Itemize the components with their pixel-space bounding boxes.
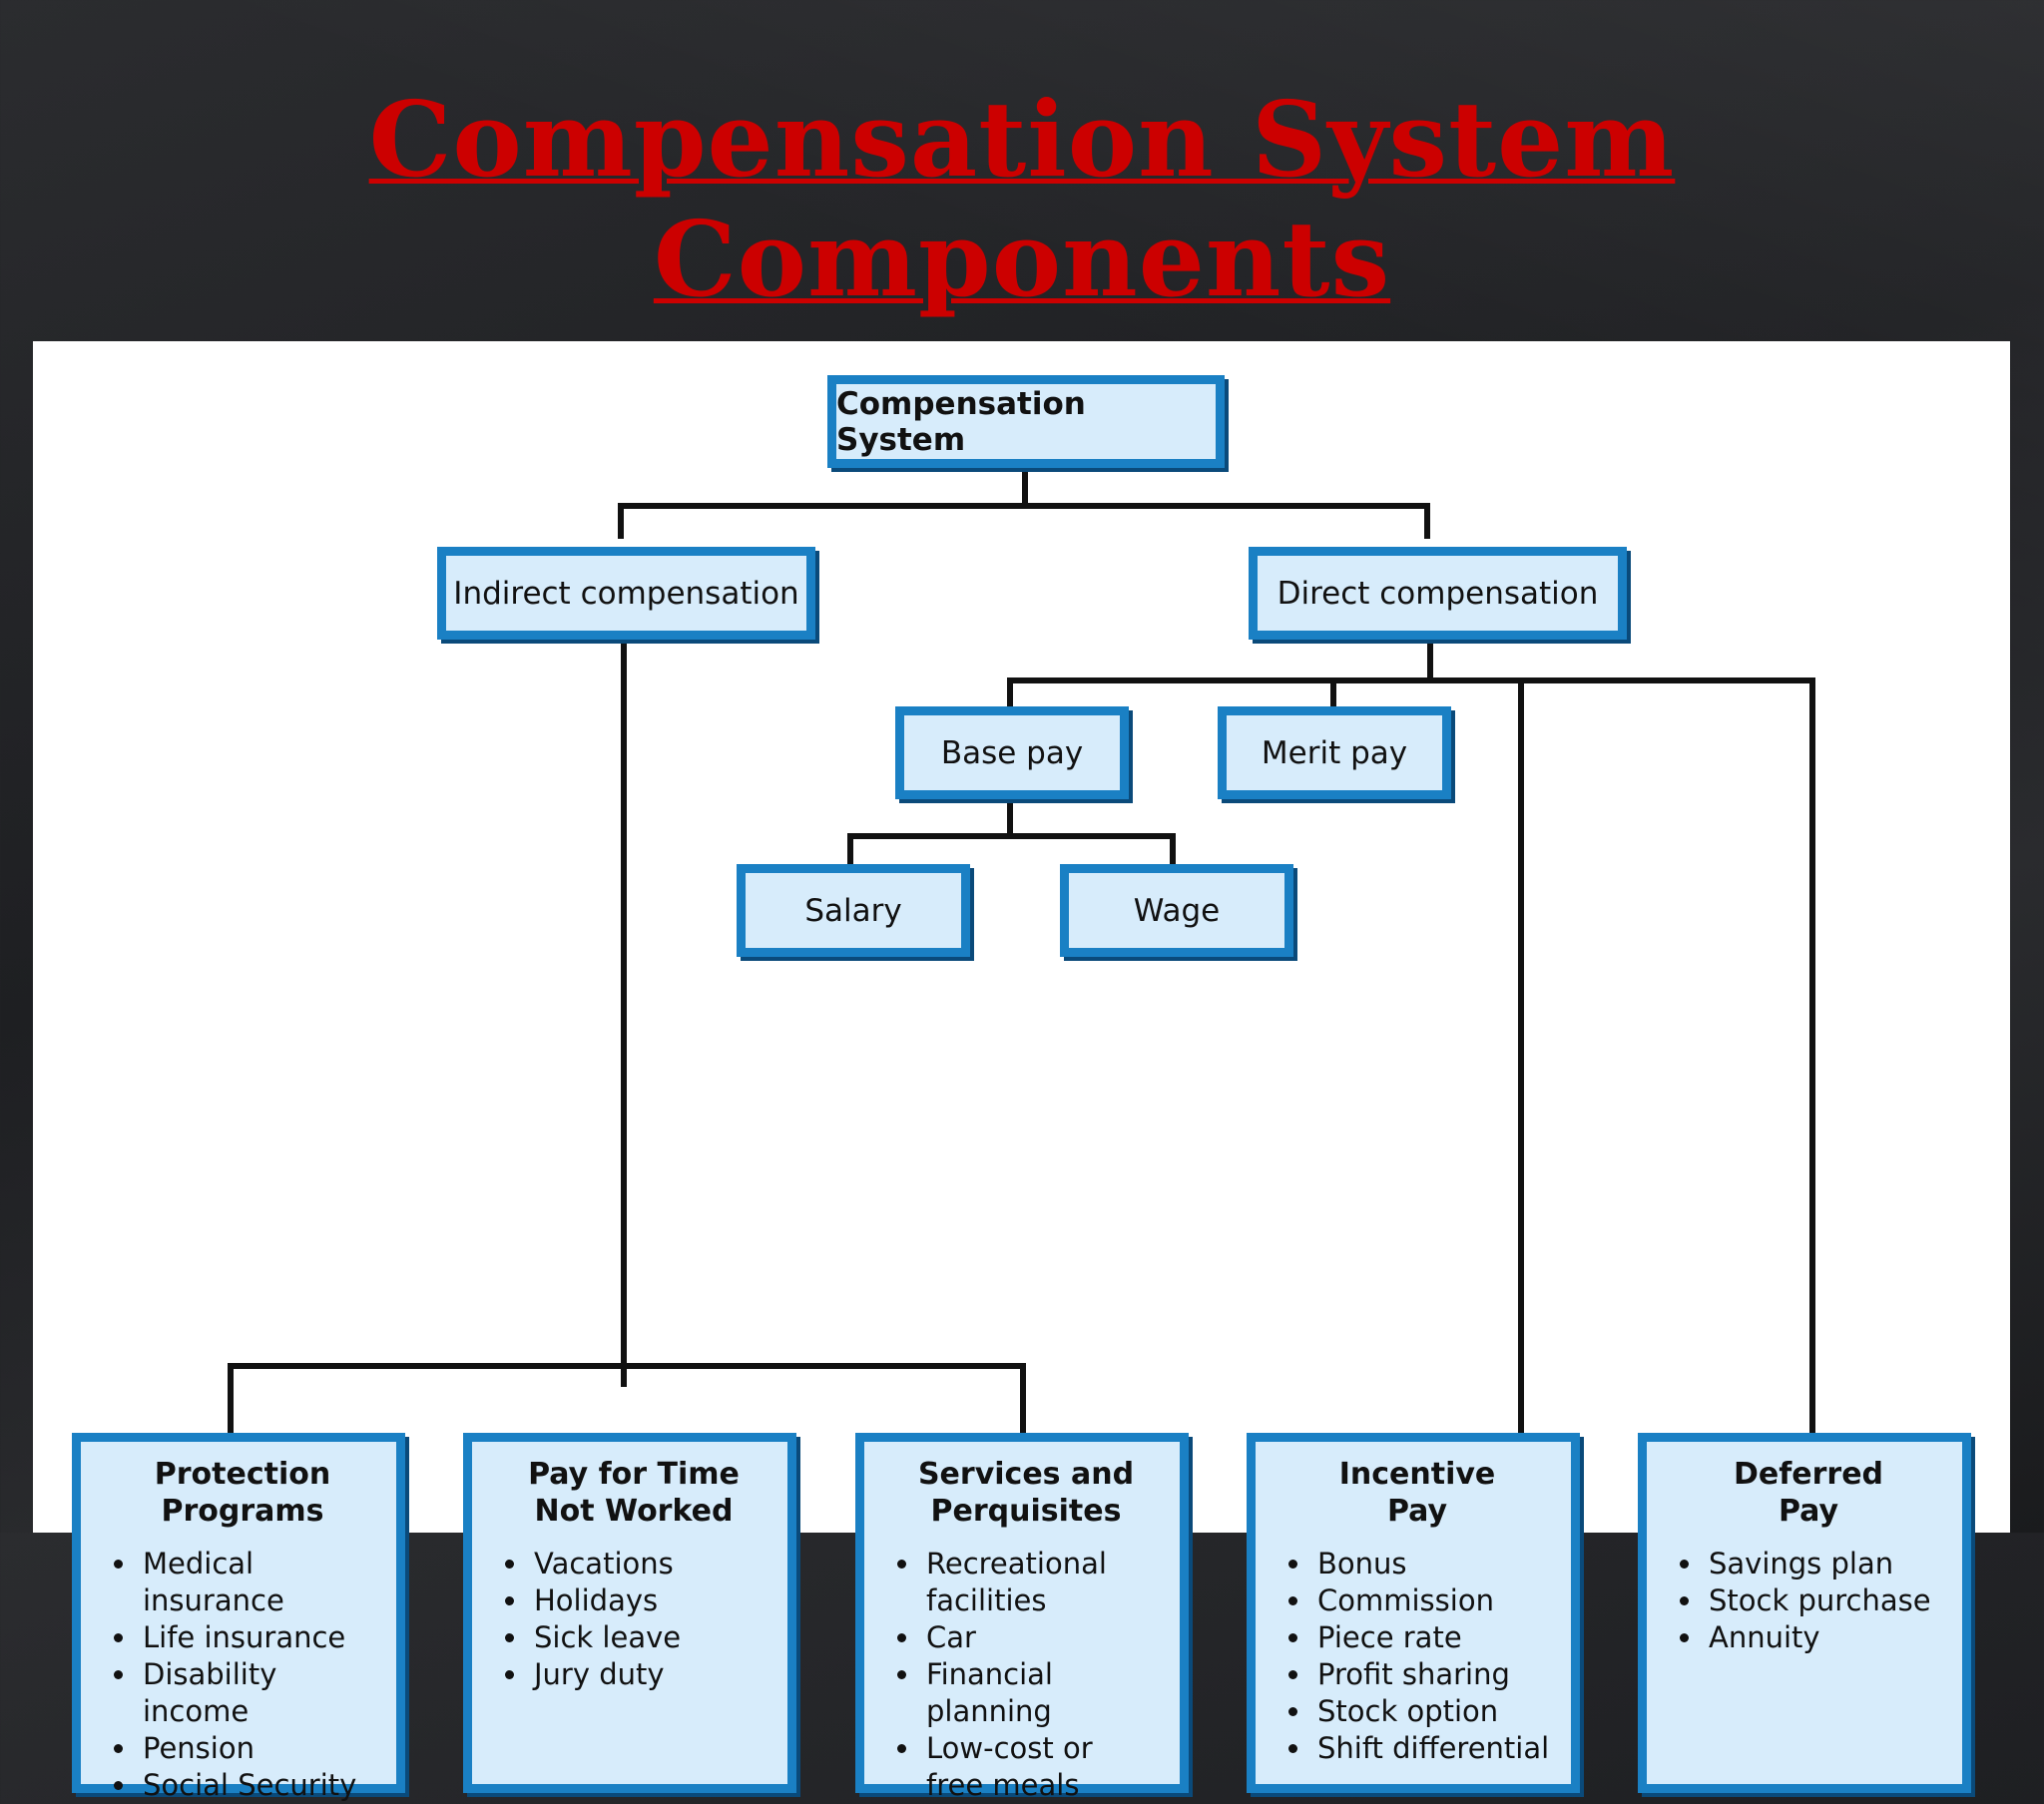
pay-for-time-not-worked-box: Pay for Time Not Worked Vacations Holida…	[463, 1433, 796, 1793]
leaf-title: Protection Programs	[154, 1457, 331, 1529]
list-item: Sick leave	[530, 1619, 777, 1656]
list-item: Piece rate	[1313, 1619, 1561, 1656]
leaf-title: Incentive Pay	[1338, 1457, 1496, 1529]
connector-line	[1424, 503, 1430, 539]
leaf-title: Deferred Pay	[1733, 1457, 1884, 1529]
list-item: Vacations	[530, 1546, 777, 1582]
connector-line	[228, 1363, 1026, 1369]
connector-line	[1007, 677, 1815, 683]
connector-line	[1007, 677, 1013, 709]
list-item: Life insurance	[139, 1619, 386, 1656]
list-item: Financial planning	[922, 1656, 1170, 1730]
connector-line	[847, 833, 1176, 839]
list-item: Shift differential	[1313, 1730, 1561, 1767]
connector-line	[621, 636, 627, 1387]
list-item: Recreational facilities	[922, 1546, 1170, 1619]
connector-line	[1020, 1363, 1026, 1435]
leaf-title: Services and Perquisites	[917, 1457, 1135, 1529]
merit-pay-box: Merit pay	[1218, 706, 1451, 799]
list-item: Bonus	[1313, 1546, 1561, 1582]
list-item: Holidays	[530, 1582, 777, 1619]
list-item: Social Security	[139, 1767, 386, 1804]
list-item: Commission	[1313, 1582, 1561, 1619]
leaf-item-list: Bonus Commission Piece rate Profit shari…	[1274, 1546, 1561, 1767]
connector-line	[618, 503, 624, 539]
base-pay-label: Base pay	[940, 734, 1084, 771]
direct-compensation-label: Direct compensation	[1277, 575, 1599, 612]
leaf-item-list: Vacations Holidays Sick leave Jury duty	[490, 1546, 777, 1693]
list-item: Low-cost or free meals	[922, 1730, 1170, 1804]
connector-line	[847, 833, 853, 867]
direct-compensation-box: Direct compensation	[1249, 547, 1627, 640]
compensation-system-box: Compensation System	[827, 375, 1225, 468]
list-item: Stock option	[1313, 1693, 1561, 1730]
incentive-pay-box: Incentive Pay Bonus Commission Piece rat…	[1247, 1433, 1580, 1793]
slide-title: Compensation System Components	[368, 78, 1676, 320]
protection-programs-box: Protection Programs Medical insurance Li…	[72, 1433, 405, 1802]
list-item: Annuity	[1705, 1619, 1952, 1656]
connector-line	[228, 1363, 234, 1435]
connector-line	[1007, 795, 1013, 833]
compensation-system-label: Compensation System	[836, 385, 1086, 458]
connector-line	[1170, 833, 1176, 867]
connector-line	[1809, 677, 1815, 1435]
list-item: Savings plan	[1705, 1546, 1952, 1582]
salary-box: Salary	[737, 864, 970, 957]
leaf-title: Pay for Time Not Worked	[528, 1457, 740, 1529]
merit-pay-label: Merit pay	[1261, 734, 1408, 771]
wage-label: Wage	[1133, 892, 1221, 929]
list-item: Jury duty	[530, 1656, 777, 1693]
base-pay-box: Base pay	[895, 706, 1129, 799]
salary-label: Salary	[804, 892, 902, 929]
list-item: Profit sharing	[1313, 1656, 1561, 1693]
connector-line	[1022, 466, 1028, 503]
connector-line	[1427, 636, 1433, 678]
list-item: Pension	[139, 1730, 386, 1767]
leaf-item-list: Savings plan Stock purchase Annuity	[1665, 1546, 1952, 1656]
list-item: Disability income	[139, 1656, 386, 1730]
services-and-perquisites-box: Services and Perquisites Recreational fa…	[855, 1433, 1189, 1802]
list-item: Car	[922, 1619, 1170, 1656]
indirect-compensation-box: Indirect compensation	[437, 547, 815, 640]
connector-line	[618, 503, 1430, 509]
list-item: Stock purchase	[1705, 1582, 1952, 1619]
indirect-compensation-label: Indirect compensation	[453, 575, 799, 612]
org-chart-panel: Compensation System Indirect compensatio…	[33, 341, 2010, 1802]
wage-box: Wage	[1060, 864, 1293, 957]
leaf-item-list: Medical insurance Life insurance Disabil…	[99, 1546, 386, 1804]
connector-line	[1330, 677, 1336, 709]
deferred-pay-box: Deferred Pay Savings plan Stock purchase…	[1638, 1433, 1971, 1793]
connector-line	[1518, 677, 1524, 1435]
leaf-item-list: Recreational facilities Car Financial pl…	[882, 1546, 1170, 1804]
list-item: Medical insurance	[139, 1546, 386, 1619]
